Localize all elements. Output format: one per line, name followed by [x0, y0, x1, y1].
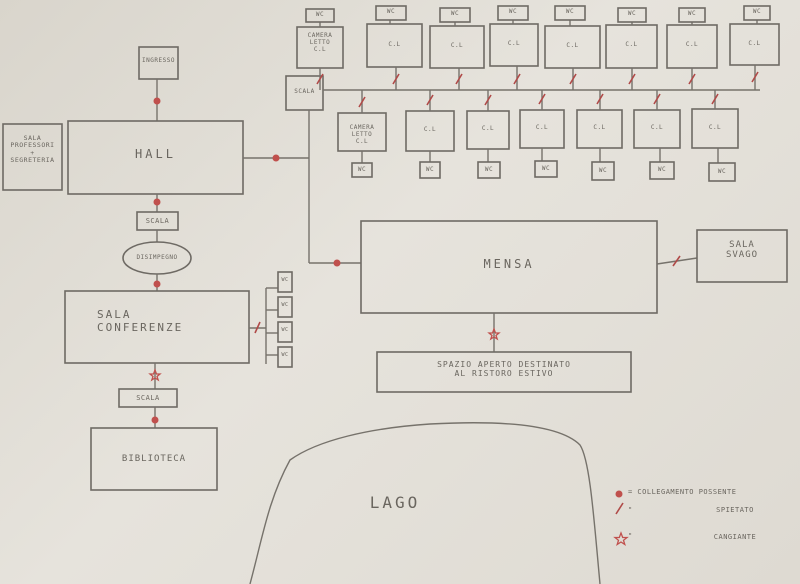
spazio-aperto-box — [376, 351, 632, 393]
legend-dot-text: = COLLEGAMENTO POSSENTE — [628, 488, 737, 496]
cl-label: C.L — [507, 40, 521, 47]
cl-label: C.L — [625, 41, 638, 48]
legend-star — [613, 531, 629, 547]
wc-label: WC — [425, 166, 435, 173]
cl-label: C.L — [423, 126, 437, 133]
wc-label: WC — [657, 166, 667, 173]
wc-label: WC — [598, 167, 608, 174]
wc-label: WC — [565, 8, 575, 15]
cl-label: C.L — [685, 41, 699, 48]
wc-label: WC — [484, 166, 494, 173]
legend-slash-mark: " — [628, 506, 633, 514]
changing-connection-star — [148, 368, 162, 382]
lago-label: LAGO — [369, 493, 421, 512]
legend-star-mark: " — [628, 532, 633, 540]
cl-label: C.L — [593, 124, 606, 131]
hall-label: HALL — [135, 147, 176, 161]
wc-label: WC — [687, 10, 697, 17]
biblioteca-label: BIBLIOTECA — [121, 454, 187, 464]
legend-star-text: CANGIANTE — [713, 533, 757, 541]
cl-label: C.L — [388, 41, 401, 48]
wc-label: WC — [281, 352, 289, 358]
cl-label: C.L — [450, 42, 464, 49]
sala-conferenze-box — [64, 290, 250, 364]
wc-label: WC — [281, 327, 289, 333]
wc-label: WC — [450, 10, 460, 17]
sala-svago-label: SALA SVAGO — [725, 240, 759, 261]
camera-letto-bottom-label: CAMERA LETTO C.L — [349, 124, 375, 145]
wc-label: WC — [717, 168, 727, 175]
bottom-bedrooms — [337, 90, 739, 182]
ingresso-box — [138, 46, 179, 80]
cl-label: C.L — [708, 124, 722, 131]
spazio-aperto-label: SPAZIO APERTO DESTINATO AL RISTORO ESTIV… — [437, 360, 571, 379]
legend-slash-text: SPIETATO — [716, 506, 754, 514]
scala-dorms-box — [285, 75, 324, 111]
sala-conferenze-label: SALA CONFERENZE — [97, 308, 184, 334]
cl-label: C.L — [748, 40, 761, 47]
scala-hall-label: SCALA — [145, 217, 170, 225]
cl-label: C.L — [481, 125, 495, 132]
scala-biblioteca-box — [118, 388, 178, 408]
sala-professori-label: SALA PROFESSORI + SEGRETERIA — [10, 134, 55, 165]
cl-label: C.L — [535, 124, 549, 131]
mensa-label: MENSA — [483, 257, 535, 271]
camera-letto-top-label: CAMERA LETTO C.L — [307, 32, 333, 53]
wc-label: WC — [281, 277, 289, 283]
wc-label: WC — [386, 8, 396, 15]
scala-dorms-label: SCALA — [294, 88, 315, 95]
wc-label: WC — [508, 8, 518, 15]
disimpegno-label: DISIMPEGNO — [136, 254, 178, 261]
top-bedrooms — [296, 5, 780, 90]
wc-label: WC — [752, 8, 762, 15]
sala-svago-box — [696, 229, 788, 283]
cl-label: C.L — [650, 124, 664, 131]
wc-label: WC — [627, 10, 637, 17]
wc-label: WC — [281, 302, 289, 308]
wc-label: WC — [541, 165, 551, 172]
wc-label: WC — [315, 11, 325, 18]
strong-connection-dot — [153, 97, 161, 105]
mensa-box — [360, 220, 658, 314]
biblioteca-box — [90, 427, 218, 491]
cl-label: C.L — [566, 42, 579, 49]
lake-outline — [249, 422, 601, 584]
scala-biblioteca-label: SCALA — [136, 394, 160, 402]
ingresso-label: INGRESSO — [142, 57, 175, 64]
sala-professori-box — [2, 123, 63, 191]
wc-label: WC — [357, 166, 367, 173]
